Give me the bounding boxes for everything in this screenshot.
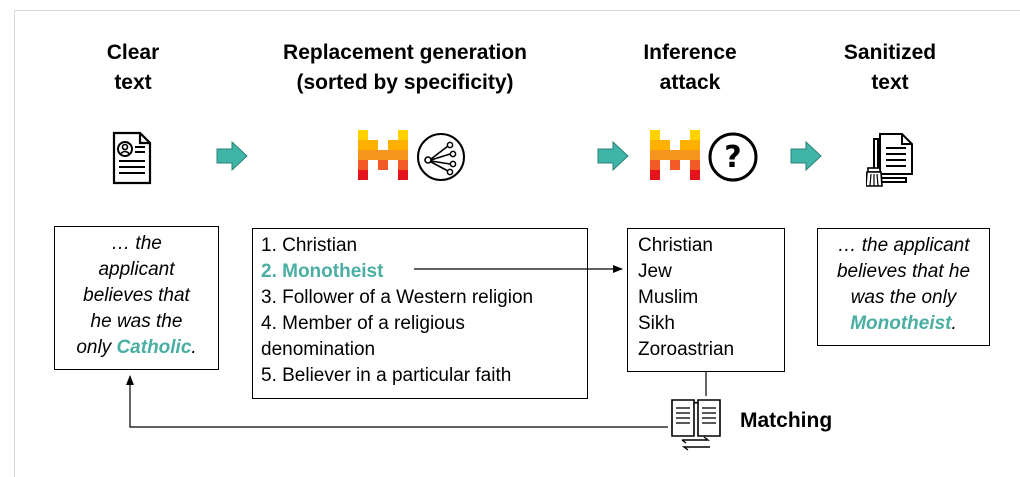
selected-replacement-item: 2. Monotheist [261,261,384,282]
replacement-item: 1. Christian [261,235,358,256]
inferred-candidate: Jew [638,261,672,282]
header-replacement-generation: Replacement generation(sorted by specifi… [283,41,527,94]
sanitized-text-line: … the applicant [837,235,970,256]
branching-icon [417,133,465,181]
matching-to-clear-text-arrow [126,375,668,428]
clear-text-line: he was the [90,311,183,332]
question-mark-icon: ? [708,132,758,182]
replacement-item-continued: denomination [261,339,376,360]
document-profile-icon [112,131,152,185]
clear-text-box: … the applicant believes that he was the… [54,226,219,370]
frame-top-border [14,10,1020,11]
sanitized-text-line: Monotheist. [850,313,957,334]
flow-arrow-icon [790,141,822,171]
inference-list-box: Christian Jew Muslim Sikh Zoroastrian [627,228,785,372]
sanitized-text-line: believes that he [836,261,971,282]
flow-arrow-icon [597,141,629,171]
mistral-logo-icon [650,130,700,180]
sensitive-term: Catholic [116,337,192,358]
replacement-item: 3. Follower of a Western religion [261,287,534,308]
replacement-term: Monotheist [850,313,952,334]
clear-text-line: applicant [98,259,175,280]
svg-text:?: ? [724,140,741,175]
replacement-list-box: 1. Christian 2. Monotheist 3. Follower o… [252,228,588,399]
sanitized-text-line: was the only [850,287,957,308]
clean-document-icon [866,133,913,187]
mistral-logo-icon [358,130,408,180]
inferred-candidate: Sikh [638,313,675,334]
replacement-item: 5. Believer in a particular faith [261,365,512,386]
clear-text-line: … the [111,233,162,254]
flow-arrow-icon [216,141,248,171]
replacement-item: 4. Member of a religious [261,313,465,334]
inferred-candidate: Muslim [638,287,699,308]
inferred-candidate: Christian [638,235,713,256]
matching-label: Matching [740,409,833,432]
sanitized-text-box: … the applicant believes that he was the… [817,228,990,346]
clear-text-line: believes that [83,285,190,306]
book-compare-icon [669,397,723,453]
inferred-candidate: Zoroastrian [638,339,735,360]
frame-left-border [14,10,15,477]
clear-text-line: only Catholic. [76,337,197,358]
